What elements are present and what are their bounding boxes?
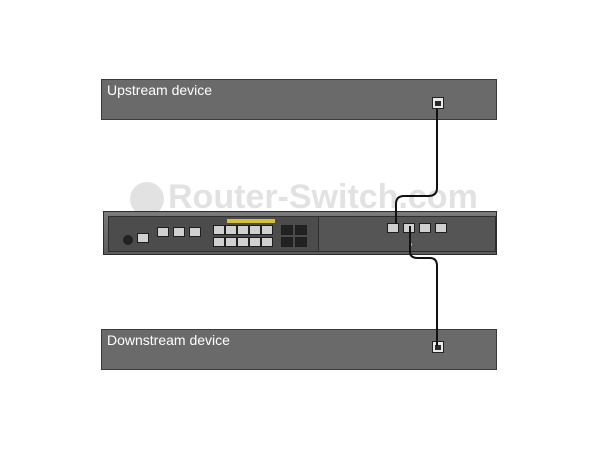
port-label-strip (227, 219, 275, 223)
watermark-logo-icon (130, 182, 164, 217)
sfp-port-icon (295, 225, 307, 235)
card-ethernet-port-icon (419, 223, 431, 233)
downstream-device-box: Downstream device (101, 329, 497, 370)
ethernet-port-icon (213, 237, 225, 247)
ethernet-port-icon (213, 225, 225, 235)
router-chassis (103, 211, 497, 255)
ethernet-port-icon (261, 237, 273, 247)
mgmt-port-icon (173, 227, 185, 237)
ethernet-port-icon (237, 225, 249, 235)
upstream-cable (395, 109, 438, 224)
interface-card (318, 216, 496, 252)
upstream-port-icon (432, 97, 444, 109)
sfp-port-icon (281, 225, 293, 235)
card-ethernet-port-icon (387, 223, 399, 233)
ethernet-port-icon (249, 225, 261, 235)
downstream-device-title: Downstream device (107, 332, 230, 348)
downstream-cable (409, 226, 438, 346)
mgmt-port-icon (157, 227, 169, 237)
sfp-port-icon (281, 237, 293, 247)
ethernet-port-icon (249, 237, 261, 247)
router-front-panel (108, 216, 320, 252)
ethernet-port-icon (225, 237, 237, 247)
usb-port-icon (137, 233, 149, 243)
sfp-port-icon (295, 237, 307, 247)
mgmt-port-icon (189, 227, 201, 237)
console-port-icon (123, 235, 133, 245)
upstream-device-box: Upstream device (101, 79, 497, 120)
card-ethernet-port-icon (435, 223, 447, 233)
ethernet-port-icon (261, 225, 273, 235)
ethernet-port-icon (225, 225, 237, 235)
ethernet-port-icon (237, 237, 249, 247)
upstream-device-title: Upstream device (107, 82, 213, 98)
